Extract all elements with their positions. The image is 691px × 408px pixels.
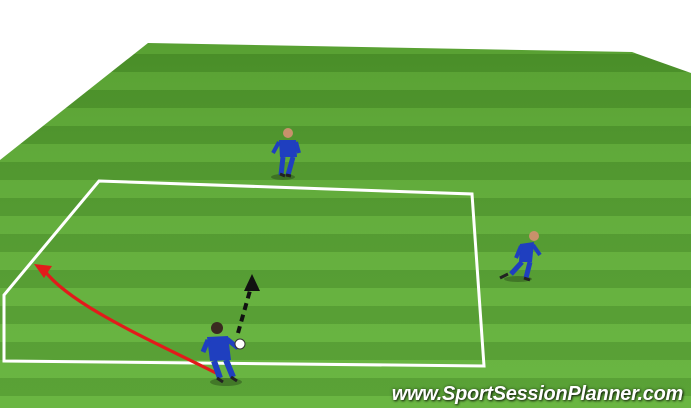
watermark-text: www.SportSessionPlanner.com xyxy=(392,383,683,406)
ball-icon xyxy=(235,339,245,349)
